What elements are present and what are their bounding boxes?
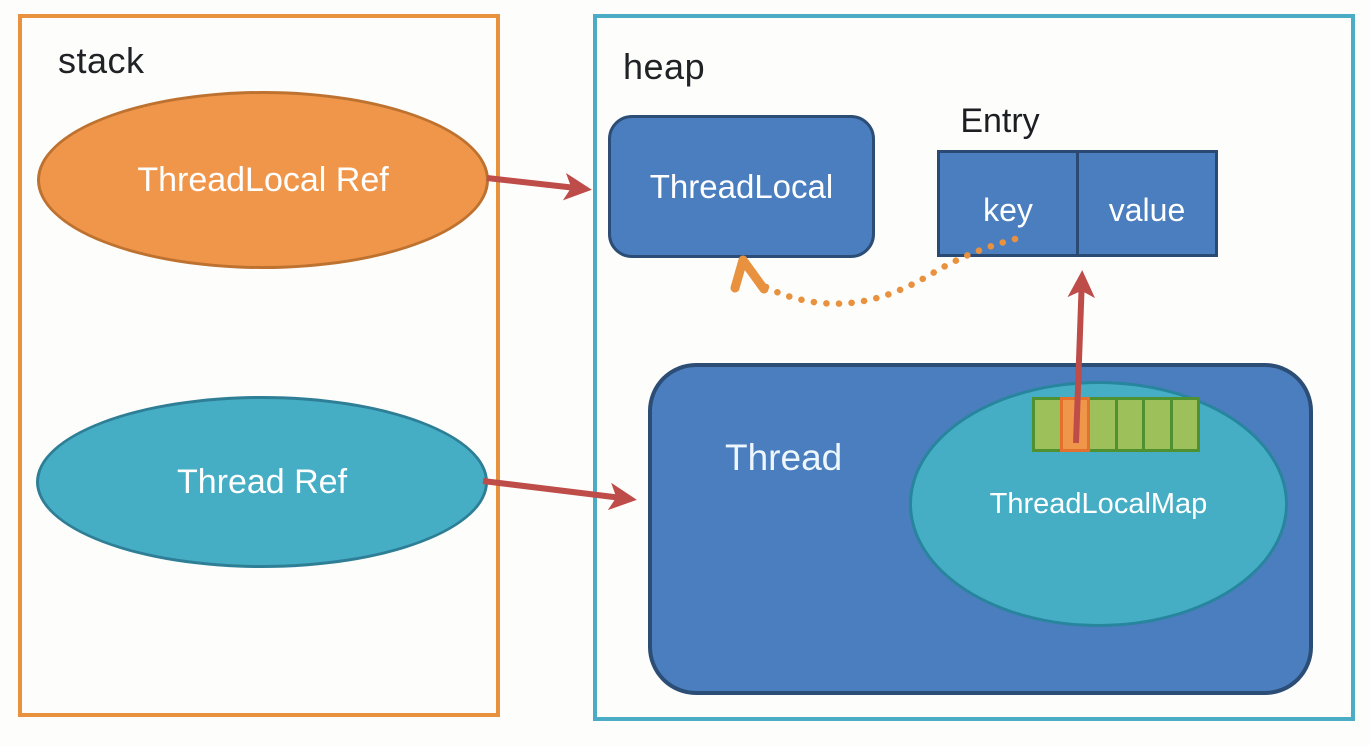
thread-ref-label: Thread Ref — [176, 462, 348, 501]
entry-value-cell: value — [1076, 150, 1218, 257]
entry-value-label: value — [1108, 192, 1186, 228]
map-slot-orange — [1059, 397, 1090, 452]
threadlocal-ref-label: ThreadLocal Ref — [137, 160, 389, 199]
map-slot-green — [1032, 397, 1063, 452]
heap-region: heap — [593, 14, 1355, 721]
threadlocal-object: ThreadLocal — [608, 115, 875, 258]
thread-ref-ellipse: Thread Ref — [36, 396, 488, 568]
thread-object-label: Thread — [725, 437, 843, 478]
threadlocal-ref-ellipse: ThreadLocal Ref — [37, 91, 489, 269]
map-slot-green — [1087, 397, 1118, 452]
map-slot-array — [1032, 397, 1200, 452]
threadlocalmap-ellipse: ThreadLocalMap — [909, 381, 1288, 627]
stack-region: stack — [18, 14, 500, 717]
map-slot-green — [1142, 397, 1173, 452]
entry-key-cell: key — [937, 150, 1079, 257]
threadlocalmap-label: ThreadLocalMap — [989, 487, 1208, 520]
threadlocal-ref-arrow — [486, 172, 592, 201]
entry-table: key value — [937, 150, 1218, 257]
heap-label: heap — [623, 46, 706, 87]
entry-key-label: key — [983, 192, 1033, 228]
map-slot-green — [1169, 397, 1200, 452]
map-slot-green — [1114, 397, 1145, 452]
threadlocal-object-label: ThreadLocal — [649, 167, 834, 205]
entry-label: Entry — [960, 102, 1040, 140]
stack-label: stack — [58, 40, 145, 81]
